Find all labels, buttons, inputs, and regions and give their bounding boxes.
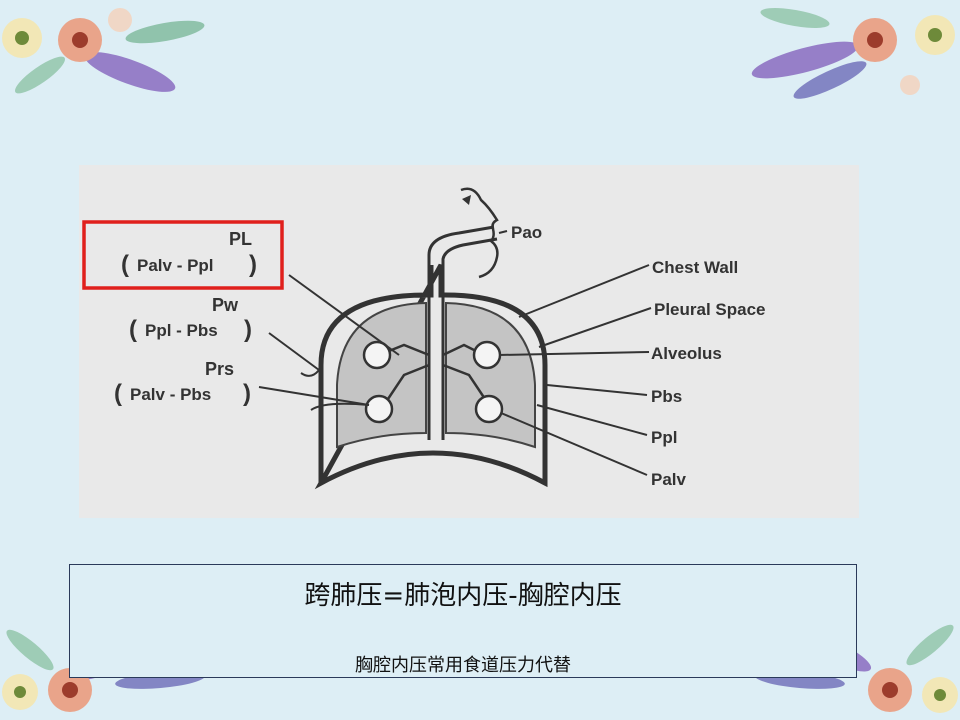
label-alveolus: Alveolus [651, 344, 722, 363]
label-pl-formula: Palv - Ppl [137, 256, 214, 275]
caption-box: 跨肺压=肺泡内压-胸腔内压 胸腔内压常用食道压力代替 [69, 564, 857, 678]
caption-main-formula: 跨肺压=肺泡内压-胸腔内压 [304, 581, 622, 611]
alveolus-left-lower [364, 394, 394, 424]
floral-decoration-top-left [2, 8, 205, 94]
label-palv: Palv [651, 470, 687, 489]
label-pleural-space: Pleural Space [654, 300, 766, 319]
label-pw: Pw [212, 295, 239, 315]
alveolus-right-upper [472, 340, 502, 370]
caption-sub-note: 胸腔内压常用食道压力代替 [355, 655, 571, 676]
pointer-alveolus [498, 351, 650, 356]
pointer-chest-wall [518, 264, 650, 318]
pointer-pao [498, 230, 508, 234]
left-lung [336, 301, 427, 449]
trachea [427, 225, 498, 440]
label-chest-wall: Chest Wall [652, 258, 738, 277]
label-pw-formula: Ppl - Pbs [145, 321, 218, 340]
paren-close-pl: ) [249, 251, 257, 278]
label-ppl: Ppl [651, 428, 677, 447]
pointer-pl [288, 274, 400, 356]
diagram-svg: PL ( Palv - Ppl ) Pw ( Ppl - Pbs ) Prs (… [82, 187, 766, 490]
label-prs: Prs [205, 359, 234, 379]
alveolus-right-lower [474, 394, 504, 424]
chest-wall-outline [314, 263, 548, 490]
right-lung [445, 301, 536, 449]
label-prs-formula: Palv - Pbs [130, 385, 211, 404]
label-pao: Pao [511, 223, 542, 242]
pointer-pbs [546, 384, 648, 396]
pl-highlight-box [82, 220, 284, 290]
pointer-palv [500, 412, 648, 476]
face-profile [460, 187, 499, 279]
paren-close-pw: ) [244, 316, 252, 343]
floral-decoration-top-right [751, 8, 955, 99]
pointer-prs [258, 386, 370, 411]
pointer-pleural-space [538, 307, 652, 348]
paren-open-prs: ( [114, 380, 122, 407]
label-pbs: Pbs [651, 387, 682, 406]
alveolus-left-upper [362, 340, 392, 370]
label-pl: PL [229, 229, 252, 249]
nose-marker [462, 195, 471, 205]
paren-close-prs: ) [243, 380, 251, 407]
pointer-ppl [536, 404, 648, 436]
paren-open-pw: ( [129, 316, 137, 343]
paren-open-pl: ( [121, 251, 129, 278]
pointer-pw [268, 332, 321, 377]
respiratory-pressure-diagram: PL ( Palv - Ppl ) Pw ( Ppl - Pbs ) Prs (… [79, 165, 859, 518]
